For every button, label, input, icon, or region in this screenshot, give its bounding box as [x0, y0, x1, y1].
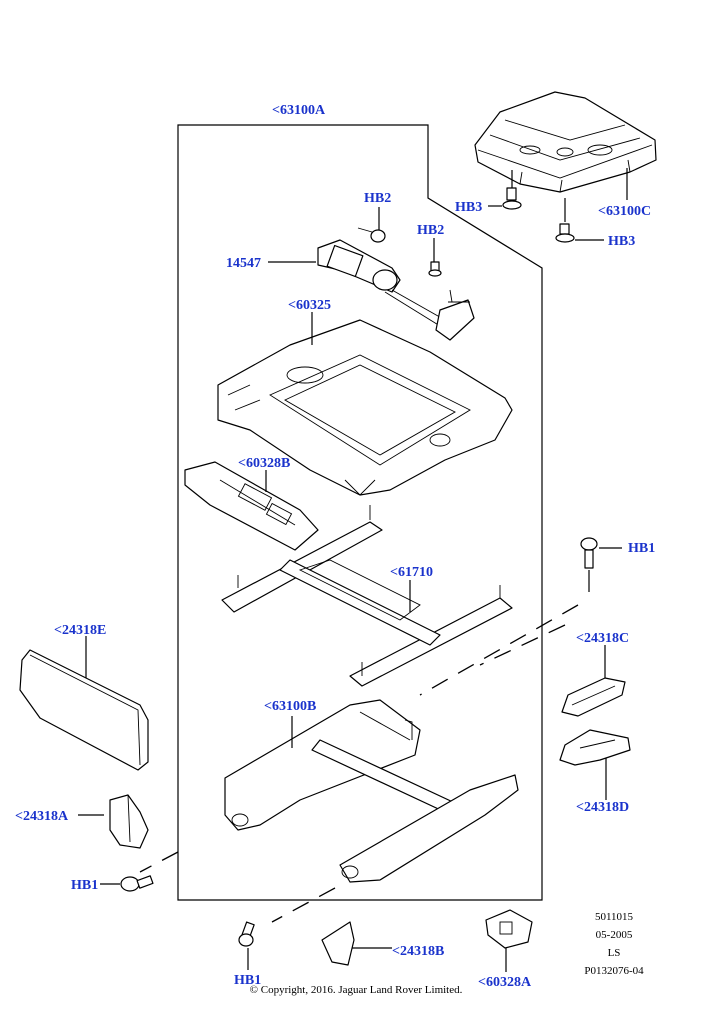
seat-frame: [217, 319, 513, 496]
dashed-guide-line: [139, 851, 179, 873]
seat-cushion-pan: [474, 91, 657, 193]
callout-24318d[interactable]: <24318D: [576, 800, 629, 815]
seat-track-assembly: [221, 505, 513, 687]
callout-24318a[interactable]: <24318A: [15, 809, 69, 824]
cover-24318b: [321, 921, 355, 966]
callout-24318c[interactable]: <24318C: [576, 631, 629, 646]
callout-63100b[interactable]: <63100B: [264, 699, 316, 714]
screw-hb1-bottom: [238, 921, 255, 947]
callout-hb1-bottom[interactable]: HB1: [234, 973, 261, 988]
callout-60328b[interactable]: <60328B: [238, 456, 290, 471]
bracket-60328a: [485, 909, 533, 949]
track-cover-60328b: [184, 461, 319, 551]
callout-14547[interactable]: 14547: [226, 256, 261, 271]
reference-model: LS: [608, 947, 621, 959]
dashed-guide-line: [479, 624, 566, 666]
callout-63100a[interactable]: <63100A: [272, 103, 326, 118]
screw-hb2-lower: [428, 261, 442, 277]
screw-hb1-left: [120, 875, 154, 892]
cover-24318c: [561, 677, 626, 717]
outer-trim-24318e: [19, 649, 149, 771]
reference-number: 5011015: [595, 911, 634, 923]
cover-24318d: [559, 729, 631, 766]
screw-hb1-right: [580, 537, 598, 569]
callout-hb2-upper[interactable]: HB2: [364, 191, 391, 206]
callout-hb1-left[interactable]: HB1: [71, 878, 98, 893]
reference-illustration-code: P0132076-04: [584, 965, 644, 977]
screw-hb2-upper: [357, 227, 386, 243]
dashed-guide-line: [271, 887, 336, 923]
assembly-boundary: [177, 124, 543, 901]
callout-hb2-lower[interactable]: HB2: [417, 223, 444, 238]
bolt-hb3-right: [555, 223, 575, 243]
callout-hb3-right[interactable]: HB3: [608, 234, 635, 249]
callout-hb3-left[interactable]: HB3: [455, 200, 482, 215]
callout-60328a[interactable]: <60328A: [478, 975, 532, 990]
trim-24318a: [109, 794, 149, 849]
copyright-notice: © Copyright, 2016. Jaguar Land Rover Lim…: [250, 984, 463, 996]
callout-60325[interactable]: <60325: [288, 298, 331, 313]
lower-frame-63100b: [224, 699, 519, 883]
callout-24318b[interactable]: <24318B: [392, 944, 444, 959]
callout-24318e[interactable]: <24318E: [54, 623, 106, 638]
dashed-guide-line: [419, 604, 579, 696]
callout-63100c[interactable]: <63100C: [598, 204, 651, 219]
callout-hb1-right[interactable]: HB1: [628, 541, 655, 556]
bolt-hb3-left: [502, 187, 522, 210]
seat-motor: [317, 239, 475, 341]
reference-date: 05-2005: [596, 929, 633, 941]
callout-61710[interactable]: <61710: [390, 565, 433, 580]
